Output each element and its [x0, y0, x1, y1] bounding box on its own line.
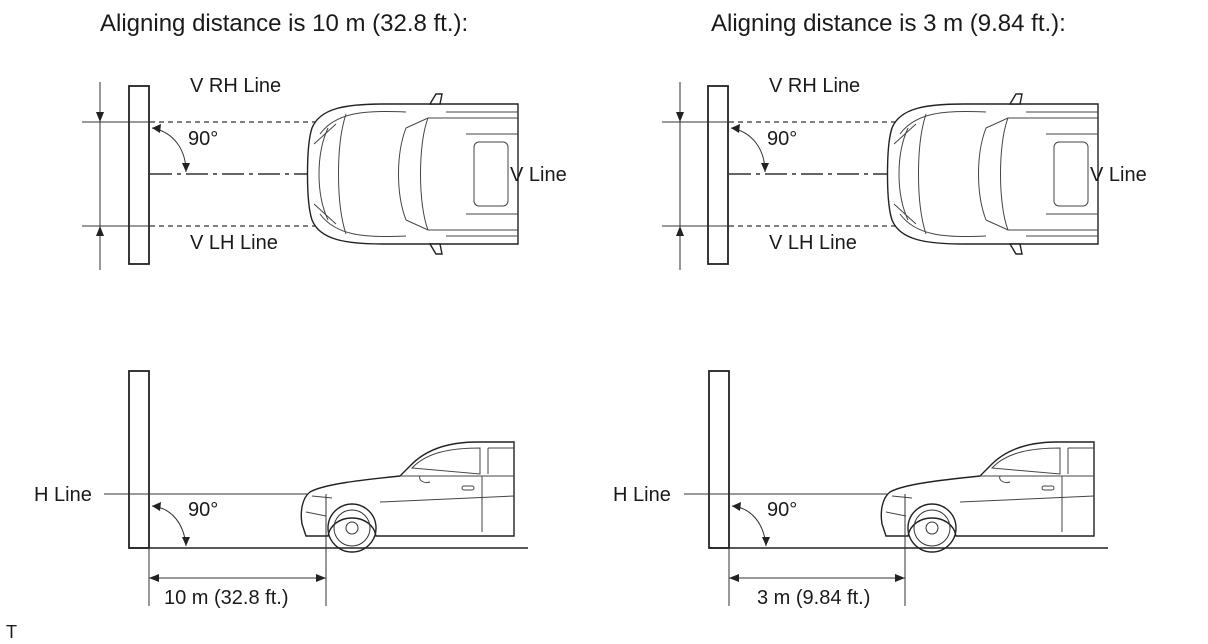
left-panel: Aligning distance is 10 m (32.8 ft.): V …: [34, 10, 567, 609]
aiming-screen-wall-side: [708, 370, 730, 549]
v-line-label: V Line: [510, 164, 567, 186]
v-lh-line-label: V LH Line: [190, 232, 278, 254]
angle-top-label: 90°: [188, 128, 218, 150]
right-panel: Aligning distance is 3 m (9.84 ft.): V R…: [613, 10, 1147, 609]
corner-mark: T: [6, 622, 17, 642]
distance-label: 10 m (32.8 ft.): [164, 587, 289, 609]
right-top-view: V RH Line V LH Line V Line 90°: [662, 75, 1147, 270]
angle-side-label: 90°: [188, 499, 218, 521]
aiming-screen-wall: [707, 85, 729, 265]
h-line-label: H Line: [613, 484, 671, 506]
angle-arrow-icon: [151, 123, 191, 173]
v-lh-line-label: V LH Line: [769, 232, 857, 254]
left-side-view: H Line 90° 10 m (32.8 ft.): [34, 370, 528, 609]
distance-label: 3 m (9.84 ft.): [757, 587, 870, 609]
v-line-label: V Line: [1090, 164, 1147, 186]
angle-top-label: 90°: [767, 128, 797, 150]
car-top-view-icon: [306, 93, 519, 255]
car-top-view-icon: [886, 93, 1099, 255]
left-panel-title: Aligning distance is 10 m (32.8 ft.):: [100, 10, 468, 37]
car-side-view-icon: [880, 441, 1095, 553]
angle-arrow-icon: [730, 123, 770, 173]
angle-side-label: 90°: [767, 499, 797, 521]
aiming-screen-wall-side: [128, 370, 150, 549]
aiming-screen-wall: [128, 85, 150, 265]
right-panel-title: Aligning distance is 3 m (9.84 ft.):: [711, 10, 1066, 37]
v-rh-line-label: V RH Line: [769, 75, 860, 97]
car-side-view-icon: [300, 441, 515, 553]
right-side-view: H Line 90° 3 m (9.84 ft.): [613, 370, 1108, 609]
left-top-view: V RH Line V LH Line V Line 90°: [82, 75, 567, 270]
v-rh-line-label: V RH Line: [190, 75, 281, 97]
h-line-label: H Line: [34, 484, 92, 506]
